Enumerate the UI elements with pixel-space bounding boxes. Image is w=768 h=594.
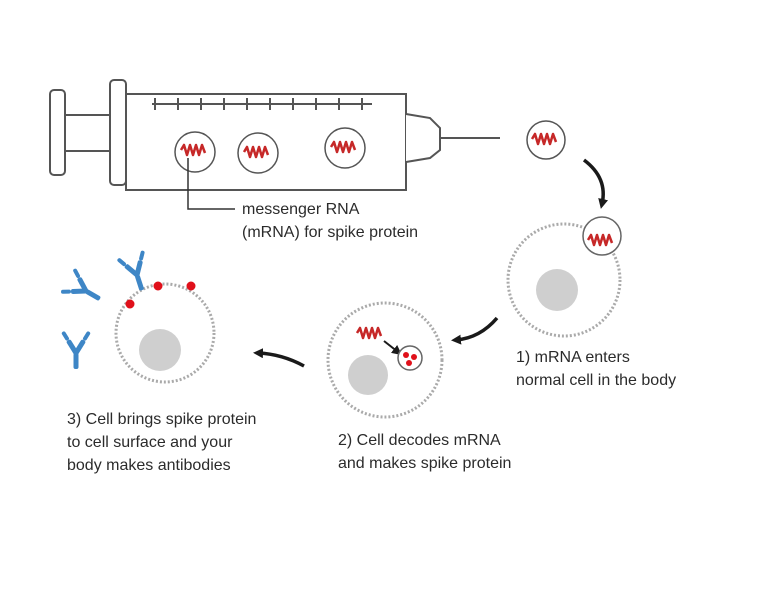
nucleus (348, 355, 388, 395)
mrna-strand-icon (242, 145, 270, 159)
curved-arrow-icon (582, 158, 608, 209)
surface-spike-protein (153, 281, 163, 291)
antibody-icon (61, 268, 101, 301)
mrna-capsule-1 (174, 131, 216, 173)
surface-spike-protein (125, 299, 135, 309)
step3-label-line1: 3) Cell brings spike protein (67, 411, 257, 428)
surface-spike-protein (186, 281, 196, 291)
mrna-callout-line (187, 158, 235, 210)
syringe-icon (49, 79, 500, 191)
cell-step3 (114, 281, 216, 384)
mrna-label-line1: messenger RNA (242, 201, 360, 218)
mrna-strand-icon (355, 326, 383, 340)
step3-label-line2: to cell surface and your (67, 434, 233, 451)
mrna-capsule-2 (237, 132, 279, 174)
step2-label: 2) Cell decodes mRNA and makes spike pro… (338, 429, 511, 475)
spike-protein (406, 360, 412, 366)
step1-label-line2: normal cell in the body (516, 372, 677, 389)
mrna-label: messenger RNA (mRNA) for spike protein (242, 198, 418, 244)
barrel-scale-ticks (154, 98, 363, 110)
ribosome (397, 345, 423, 371)
nucleus (139, 329, 181, 371)
antibody-icon (117, 250, 145, 291)
cell-step1 (506, 216, 622, 338)
spike-protein (411, 354, 417, 360)
mrna-strand-icon (329, 140, 357, 154)
antibody-icon (61, 331, 91, 369)
step2-label-line1: 2) Cell decodes mRNA (338, 432, 501, 449)
step1-label-line1: 1) mRNA enters (516, 349, 630, 366)
step1-label: 1) mRNA enters normal cell in the body (516, 346, 676, 392)
mrna-capsule-3 (324, 127, 366, 169)
mrna-label-line2: (mRNA) for spike protein (242, 224, 419, 241)
spike-protein (403, 352, 409, 358)
mrna-strand-icon (530, 132, 558, 146)
cell-step2 (326, 301, 444, 419)
curved-arrow-icon (451, 316, 499, 345)
mrna-strand-icon (586, 233, 614, 247)
nucleus (536, 269, 578, 311)
step3-label: 3) Cell brings spike protein to cell sur… (67, 408, 256, 477)
decode-arrow (383, 340, 402, 356)
step3-label-line3: body makes antibodies (67, 457, 231, 474)
curved-arrow-icon (253, 348, 305, 368)
mrna-capsule-free (526, 120, 566, 160)
mrna-strand-icon (179, 143, 207, 157)
step2-label-line2: and makes spike protein (338, 455, 512, 472)
